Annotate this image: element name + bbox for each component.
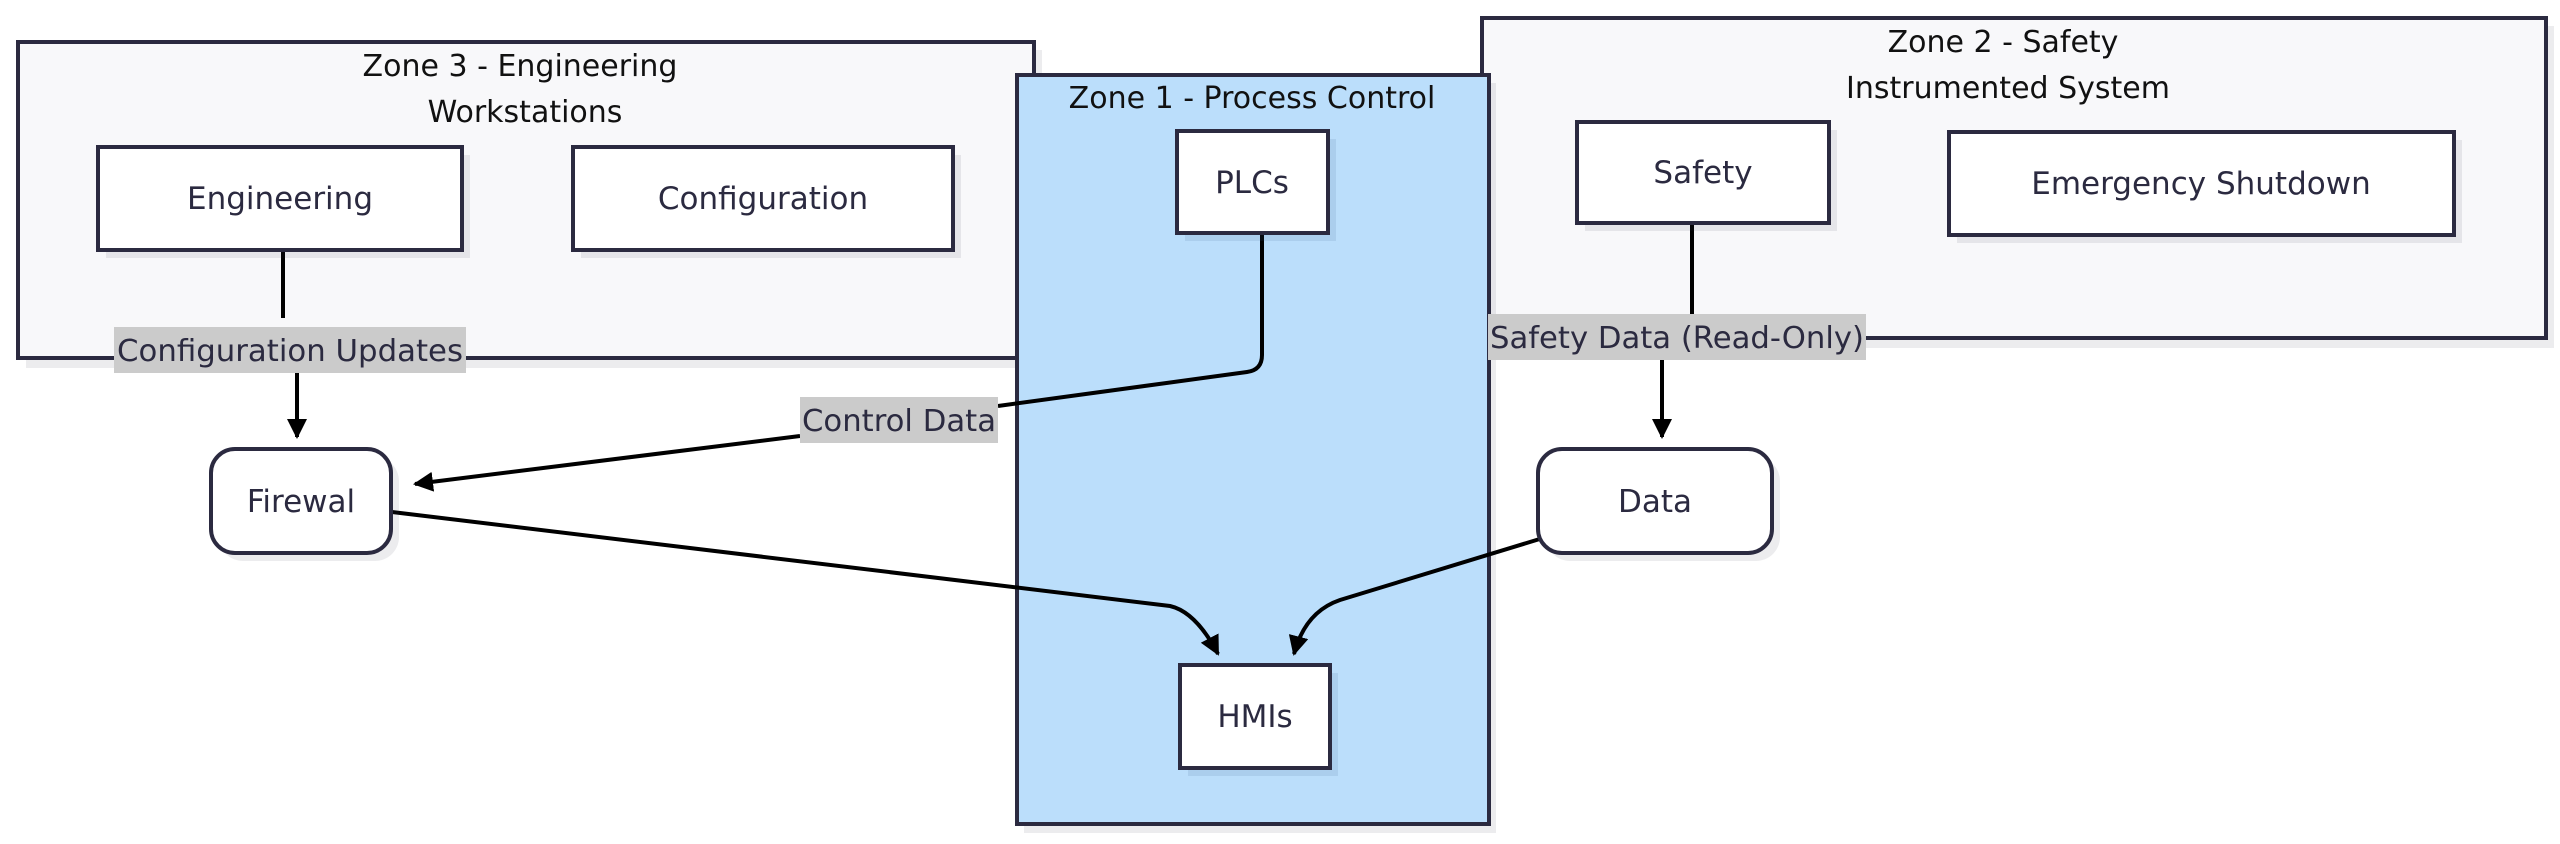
node-data-label: Data bbox=[1618, 484, 1692, 520]
edge-label-configuration-updates: Configuration Updates bbox=[114, 327, 466, 373]
edge-data-to-hmis bbox=[1288, 536, 1544, 656]
zone-2-title-line-1: Zone 2 - Safety bbox=[1888, 25, 2119, 60]
node-plcs-label: PLCs bbox=[1215, 165, 1289, 201]
node-engineering[interactable]: Engineering bbox=[96, 145, 470, 258]
node-data[interactable]: Data bbox=[1536, 447, 1780, 561]
edges bbox=[283, 225, 1694, 656]
edge-label-safety-data-text: Safety Data (Read-Only) bbox=[1490, 321, 1864, 356]
node-engineering-label: Engineering bbox=[187, 181, 373, 217]
node-plcs[interactable]: PLCs bbox=[1175, 129, 1336, 241]
node-emergency-shutdown[interactable]: Emergency Shutdown bbox=[1947, 130, 2462, 243]
node-firewall[interactable]: Firewal bbox=[209, 447, 399, 561]
edge-safety-to-data bbox=[1662, 225, 1694, 437]
node-emergency-shutdown-label: Emergency Shutdown bbox=[2031, 166, 2370, 202]
node-firewall-label: Firewal bbox=[247, 484, 355, 520]
edge-label-safety-data: Safety Data (Read-Only) bbox=[1488, 314, 1866, 360]
node-configuration-label: Configuration bbox=[658, 181, 868, 217]
zone-1-title: Zone 1 - Process Control bbox=[1069, 81, 1436, 116]
edge-label-control-data: Control Data bbox=[800, 397, 998, 443]
zone-3-title-line-1: Zone 3 - Engineering bbox=[363, 49, 678, 84]
node-configuration[interactable]: Configuration bbox=[571, 145, 961, 258]
edge-firewall-to-hmis bbox=[391, 510, 1220, 656]
zone-3-title-line-2: Workstations bbox=[428, 95, 623, 130]
node-hmis[interactable]: HMIs bbox=[1178, 663, 1338, 776]
node-safety[interactable]: Safety bbox=[1575, 120, 1837, 231]
edge-engineering-to-firewall bbox=[283, 250, 297, 437]
edge-label-configuration-updates-text: Configuration Updates bbox=[117, 334, 463, 369]
node-safety-label: Safety bbox=[1653, 155, 1752, 191]
zone-2-title-line-2: Instrumented System bbox=[1846, 71, 2170, 106]
node-hmis-label: HMIs bbox=[1217, 699, 1292, 735]
edge-label-control-data-text: Control Data bbox=[802, 404, 996, 439]
edge-plcs-to-firewall bbox=[415, 235, 1264, 484]
